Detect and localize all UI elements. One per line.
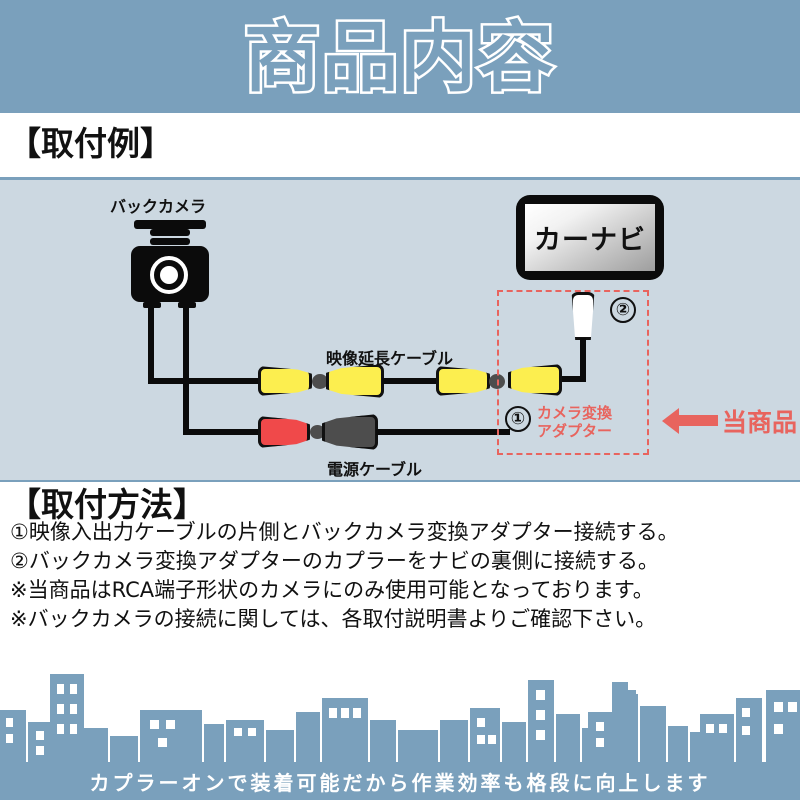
power-connector-gray [322, 414, 378, 450]
adapter-label-line1: カメラ変換 [537, 404, 613, 422]
header-banner: 商品内容 [0, 0, 800, 113]
adapter-wire-horizontal [538, 376, 586, 382]
video-wire-horizontal [148, 378, 260, 384]
howto-line: ①映像入出力ケーブルの片側とバックカメラ変換アダプター接続する。 [10, 520, 679, 544]
step-1-marker: ① [505, 406, 531, 432]
example-section-band: 【取付例】 [0, 113, 800, 177]
adapter-label: カメラ変換 アダプター [537, 404, 612, 440]
power-connector-red [258, 416, 310, 448]
coupler-wire-vertical [580, 338, 586, 382]
video-cable-label: 映像延長ケーブル [326, 349, 454, 368]
howto-line: ②バックカメラ変換アダプターのカプラーをナビの裏側に接続する。 [10, 549, 659, 573]
howto-line-list: ①映像入出力ケーブルの片側とバックカメラ変換アダプター接続する。 ②バックカメラ… [10, 518, 800, 634]
power-wire-vertical [183, 304, 189, 435]
rca-connector-camera-side [258, 366, 312, 396]
power-cable-label: 電源ケーブル [327, 460, 423, 479]
navi-screen-label: カーナビ [525, 204, 655, 271]
step-2-marker: ② [610, 297, 636, 323]
callout-arrow-shaft [678, 415, 718, 426]
page-title: 商品内容 [242, 11, 557, 105]
example-section-title: 【取付例】 [8, 124, 173, 163]
howto-section-title: 【取付方法】 [8, 485, 206, 524]
howto-line: ※バックカメラの接続に関しては、各取付説明書よりご確認下さい。 [10, 607, 657, 631]
connector-ferrule [312, 374, 328, 389]
power-cable-wire-right [376, 429, 510, 435]
footer-bar [0, 762, 800, 800]
adapter-label-line2: アダプター [537, 422, 613, 440]
extension-cable-wire [382, 378, 438, 384]
power-wire-horizontal [183, 429, 260, 435]
howto-line: ※当商品はRCA端子形状のカメラにのみ使用可能となっております。 [10, 578, 654, 602]
footer-section: カプラーオンで装着可能だから作業効率も格段に向上します [0, 667, 800, 800]
power-connector-ferrule [310, 425, 325, 439]
callout-arrow-head [662, 408, 679, 434]
city-skyline [0, 667, 800, 762]
car-navigation-unit: カーナビ [516, 195, 664, 280]
product-highlight-box [497, 290, 649, 455]
footer-tagline: カプラーオンで装着可能だから作業効率も格段に向上します [89, 770, 711, 795]
rca-connector-extension-out [436, 366, 490, 396]
wiring-diagram: バックカメラ 映像延長ケーブル 電源 [0, 177, 800, 483]
video-wire-vertical [148, 304, 154, 382]
howto-section: 【取付方法】 ①映像入出力ケーブルの片側とバックカメラ変換アダプター接続する。 … [0, 482, 800, 667]
product-callout-label: 当商品 [722, 408, 798, 437]
camera-label: バックカメラ [110, 197, 207, 216]
rca-connector-extension-in [326, 364, 384, 398]
